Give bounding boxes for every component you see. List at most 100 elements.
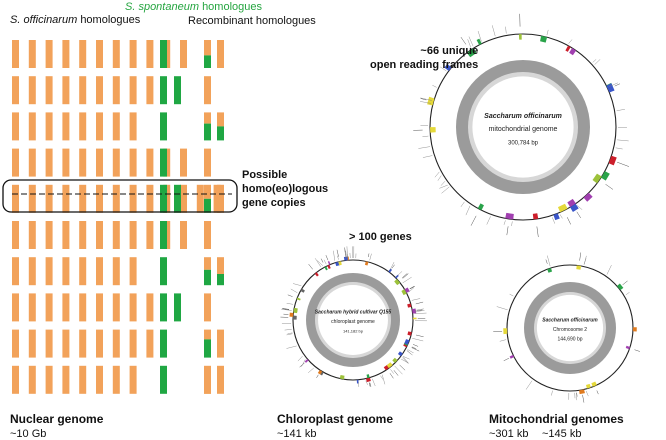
gene-label-tick	[402, 273, 408, 279]
gene-block	[388, 268, 393, 273]
officinarum-bar	[28, 293, 36, 322]
gene-label-tick	[336, 249, 339, 257]
gene-block	[366, 374, 370, 379]
officinarum-bar	[112, 365, 120, 394]
gene-label-tick	[506, 226, 509, 236]
orf-callout: ~66 unique open reading frames	[370, 44, 478, 72]
officinarum-bar	[45, 148, 53, 177]
gene-label-tick	[287, 332, 293, 335]
gene-block	[293, 307, 298, 314]
spontaneum-bar	[160, 148, 167, 177]
officinarum-bar	[129, 293, 137, 322]
gene-label-tick	[317, 260, 324, 266]
gene-label-tick	[420, 101, 432, 104]
officinarum-bar	[146, 76, 154, 105]
gene-label-tick	[625, 292, 630, 295]
officinarum-bar	[96, 76, 103, 105]
gene-block	[592, 173, 602, 184]
possible-line-2: homo(eo)logous	[242, 183, 329, 195]
officinarum-bar	[96, 293, 103, 322]
gene-block	[617, 283, 624, 291]
mito-size-2: ~145 kb	[542, 428, 582, 440]
officinarum-bar	[45, 112, 53, 141]
gene-block	[338, 261, 342, 266]
gene-label-tick	[585, 390, 589, 397]
officinarum-bar	[45, 76, 53, 105]
gene-label-tick	[546, 29, 549, 36]
gene-label-tick	[414, 312, 427, 314]
gene-label-tick	[622, 280, 628, 286]
gene-block	[625, 345, 631, 350]
gene-label-tick	[345, 250, 347, 259]
gene-block	[404, 287, 410, 293]
spontaneum-species: S. spontaneum	[125, 1, 199, 13]
gene-label-tick	[617, 161, 630, 167]
gene-label-tick	[552, 217, 556, 224]
gene-label-tick	[316, 374, 319, 379]
officinarum-bar	[62, 221, 70, 249]
gene-block	[289, 312, 294, 317]
gene-block	[343, 256, 348, 261]
officinarum-bar	[12, 184, 19, 213]
gene-label-tick	[420, 98, 427, 101]
officinarum-bar	[129, 365, 137, 394]
orf-line-2: open reading frames	[370, 59, 479, 71]
recombinant-bar-segment	[217, 257, 224, 274]
officinarum-bar	[62, 293, 70, 322]
gene-label-tick	[380, 375, 384, 380]
officinarum-bar	[129, 329, 137, 358]
genes-callout: > 100 genes	[349, 231, 412, 243]
recombinant-bar-segment	[217, 365, 224, 394]
gene-label-tick	[323, 259, 327, 265]
recombinant-bar-segment	[204, 329, 211, 340]
gene-label-tick	[499, 339, 507, 342]
gene-label-tick	[614, 83, 621, 87]
gene-label-tick	[468, 36, 474, 47]
recombinant-bar-segment	[204, 76, 211, 105]
officinarum-bar	[112, 293, 120, 322]
officinarum-bar	[62, 112, 70, 141]
recombinant-bar-segment	[217, 126, 224, 141]
officinarum-bar	[79, 221, 87, 249]
gene-block	[327, 261, 331, 265]
gene-block	[540, 35, 548, 43]
officinarum-bar	[112, 148, 120, 177]
recombinant-bar-segment	[204, 365, 211, 394]
gene-block	[394, 279, 401, 286]
gene-block	[397, 351, 403, 357]
gene-label-tick	[333, 250, 336, 261]
officinarum-bar	[96, 40, 103, 68]
gene-label-tick	[411, 347, 420, 352]
gene-label-tick	[551, 390, 553, 396]
officinarum-bar	[146, 148, 154, 177]
officinarum-bar	[28, 40, 36, 68]
gene-block	[585, 383, 591, 389]
genome-subtitle: chloroplast genome	[331, 319, 375, 325]
gene-block	[569, 47, 577, 56]
gene-label-tick	[308, 367, 314, 373]
possible-line-1: Possible	[242, 169, 288, 181]
officinarum-bar	[45, 329, 53, 358]
genome-center	[318, 285, 388, 355]
officinarum-bar	[129, 112, 137, 141]
officinarum-bar	[12, 112, 19, 141]
officinarum-bar	[96, 148, 103, 177]
genome-name: Saccharum officinarum	[542, 318, 598, 324]
spontaneum-bar	[160, 40, 167, 68]
spontaneum-bar	[160, 365, 167, 394]
gene-label-tick	[286, 345, 297, 349]
recombinant-bar-segment	[204, 339, 211, 358]
gene-block	[567, 198, 576, 208]
spontaneum-bar	[160, 221, 167, 249]
recombinant-header: Recombinant homologues	[188, 15, 316, 27]
gene-label-tick	[568, 39, 573, 44]
genome-center	[536, 294, 604, 362]
gene-label-tick	[406, 350, 412, 355]
gene-label-tick	[467, 39, 472, 48]
gene-label-tick	[414, 308, 424, 311]
gene-label-tick	[615, 147, 623, 150]
gene-label-tick	[402, 273, 409, 279]
gene-label-tick	[440, 181, 446, 186]
officinarum-bar	[146, 221, 154, 249]
gene-label-tick	[509, 293, 514, 297]
